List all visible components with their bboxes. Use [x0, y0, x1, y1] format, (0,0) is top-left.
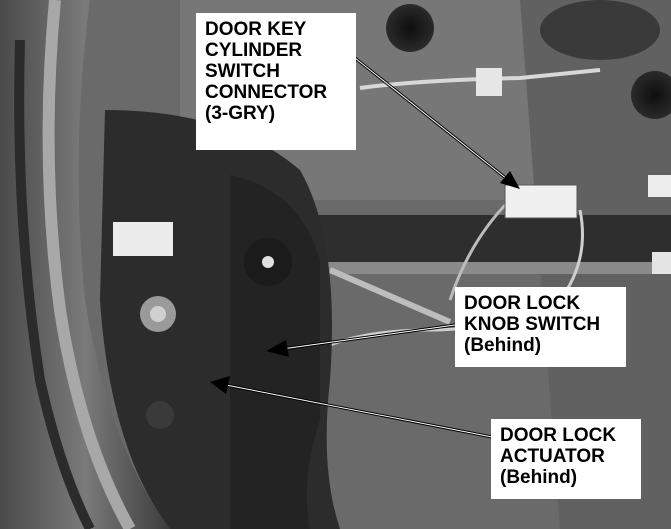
panel-bolt — [146, 401, 174, 429]
trim-clip — [113, 222, 173, 256]
label-line: DOOR LOCK — [464, 293, 581, 314]
weatherstrip — [42, 0, 136, 529]
upper-right-cavity — [540, 0, 660, 60]
switch-wiring-2 — [448, 198, 512, 301]
key-cylinder-connector-label: DOOR KEY CYLINDER SWITCH CONNECTOR (3-GR… — [196, 13, 356, 150]
key-cylinder-cable — [359, 68, 601, 90]
label-line: SWITCH — [205, 61, 280, 82]
callout-arrow-knob-switch — [266, 323, 456, 357]
cable-clip — [476, 68, 502, 96]
weatherstrip-shadow — [14, 39, 95, 529]
right-clip-upper — [648, 175, 671, 197]
reinforcement-rail — [300, 215, 671, 270]
mount-hole-center — [262, 256, 274, 268]
callout-arrow-actuator — [210, 376, 493, 439]
rail-highlight — [300, 262, 671, 274]
label-line: ACTUATOR — [500, 446, 605, 467]
actuator-label: DOOR LOCK ACTUATOR (Behind) — [491, 419, 641, 499]
label-line: DOOR LOCK — [500, 425, 617, 446]
upper-service-hole — [386, 4, 434, 52]
rivet-bolt-center — [150, 306, 166, 322]
label-line: (3-GRY) — [205, 103, 276, 124]
label-line: CONNECTOR — [205, 82, 328, 103]
knob-switch-label: DOOR LOCK KNOB SWITCH (Behind) — [455, 287, 626, 367]
label-line: DOOR KEY — [205, 19, 307, 40]
label-line: KNOB SWITCH — [464, 314, 601, 335]
label-line: (Behind) — [500, 467, 578, 488]
right-service-hole — [631, 71, 671, 119]
callout-arrow-key-cylinder — [354, 56, 520, 189]
right-clip-lower — [652, 252, 671, 274]
key-cylinder-connector — [504, 184, 578, 219]
label-line: (Behind) — [464, 335, 542, 356]
label-line: CYLINDER — [205, 40, 303, 61]
lock-rod — [328, 267, 452, 325]
